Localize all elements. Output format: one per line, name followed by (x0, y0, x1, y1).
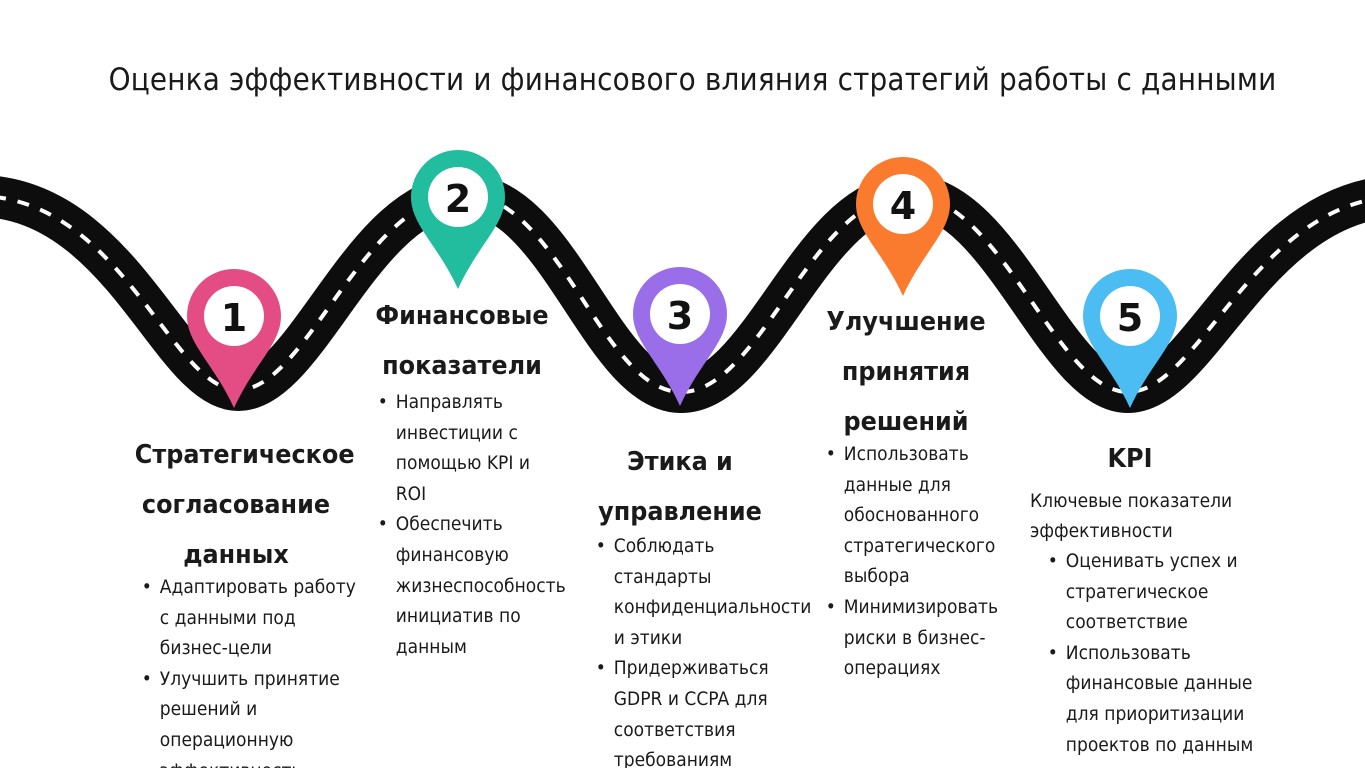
step-5-title: KPI (1030, 434, 1230, 484)
bullet-item: Оценивать успех истратегическоесоответст… (1046, 546, 1248, 638)
page-title: Оценка эффективности и финансового влиян… (108, 62, 1277, 98)
marker-1-pin: 1 (187, 268, 281, 409)
step-2-title-line: показатели (382, 351, 542, 381)
step-3-title-line: управление (598, 497, 762, 527)
step-2-title-line: Финансовые (375, 301, 549, 331)
marker-5-number: 5 (1117, 296, 1143, 340)
step-1-title: Стратегическое согласование данных (126, 430, 355, 580)
step-1-block: Стратегическое согласование данных Адапт… (126, 430, 356, 768)
step-5-block: KPI Ключевые показатели эффективности Оц… (1030, 434, 1270, 760)
step-4-block: Улучшение принятия решений Использоватьд… (816, 297, 998, 684)
step-3-block: Этика и управление Соблюдатьстандартыкон… (580, 437, 812, 768)
marker-4-number: 4 (890, 184, 916, 228)
step-1-title-line: данных (183, 540, 289, 570)
step-5-subtitle: Ключевые показатели эффективности (1030, 490, 1233, 542)
marker-5-pin: 5 (1083, 268, 1177, 409)
step-1-title-line: согласование (141, 490, 331, 520)
marker-4-pin: 4 (856, 156, 950, 297)
step-5-title-line: KPI (1107, 444, 1153, 474)
marker-2-number: 2 (445, 177, 471, 221)
step-2-title: Финансовые показатели (362, 291, 562, 391)
step-4-title: Улучшение принятия решений (816, 297, 996, 447)
marker-3-number: 3 (667, 294, 693, 338)
marker-3-pin: 3 (633, 266, 727, 407)
step-3-title-line: Этика и (627, 447, 733, 477)
step-4-title-line: Улучшение (826, 307, 986, 337)
step-4-title-line: принятия (841, 357, 971, 387)
step-1-title-line: Стратегическое (134, 440, 355, 470)
marker-2-pin: 2 (411, 149, 505, 290)
step-4-title-line: решений (843, 407, 969, 437)
step-5-bullets: Оценивать успех истратегическоесоответст… (1046, 546, 1270, 760)
marker-1-number: 1 (221, 296, 247, 340)
bullet-item: Обеспечитьфинансовуюжизнеспособностьиниц… (376, 509, 566, 662)
step-2-block: Финансовые показатели Направлятьинвестиц… (362, 291, 566, 662)
step-3-title: Этика и управление (580, 437, 780, 537)
